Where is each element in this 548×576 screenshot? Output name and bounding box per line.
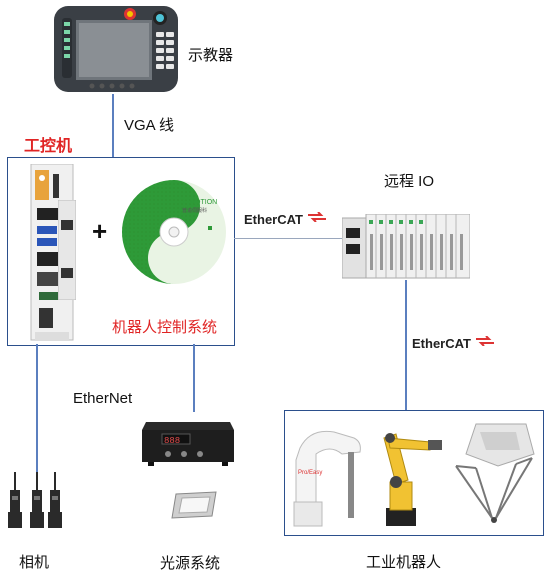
- light-source-connector-line: [193, 344, 195, 412]
- camera-connector-line: [36, 344, 38, 480]
- ipc-label: 工控机: [24, 138, 73, 155]
- ethercat-logo-bottom-ether: Ether: [412, 336, 446, 351]
- industrial-robot-label: 工业机器人: [366, 554, 442, 571]
- cd-brand-cn-text: 普追伺服科: [182, 207, 207, 214]
- software-cd-image: RTMOTION 普追伺服科: [122, 180, 226, 284]
- vga-line-label: VGA 线: [124, 117, 175, 134]
- scara-brand-text: Pro/Easy: [298, 470, 322, 476]
- teach-pendant-image: [54, 6, 178, 92]
- ethercat-logo-top-cat: CAT: [277, 212, 303, 227]
- ipc-side-image: [58, 200, 76, 300]
- robot-control-system-label: 机器人控制系统: [112, 319, 218, 336]
- ethercat-line-top: [234, 238, 342, 239]
- light-source-label: 光源系统: [160, 555, 221, 572]
- ethercat-logo-bottom: EtherCAT: [412, 335, 494, 351]
- ethercat-logo-top-ether: Ether: [244, 212, 278, 227]
- ethercat-logo-bottom-cat: CAT: [445, 336, 471, 351]
- camera-label: 相机: [19, 554, 50, 571]
- remote-io-label: 远程 IO: [384, 173, 435, 190]
- ethercat-arrow-icon: [307, 211, 326, 223]
- ethercat-arrow-icon: [475, 335, 494, 347]
- ethernet-label: EtherNet: [73, 390, 133, 407]
- light-controller-display-text: 888: [164, 436, 180, 446]
- plus-sign: +: [92, 216, 108, 246]
- ethercat-logo-top: EtherCAT: [244, 211, 326, 227]
- delta-robot-image: [455, 423, 535, 523]
- robot-connector-line: [405, 280, 407, 412]
- teach-pendant-label: 示教器: [188, 47, 234, 64]
- articulated-robot-image: [383, 433, 442, 526]
- cd-brand-text: RTMOTION: [180, 199, 217, 206]
- light-controller-image: 888: [142, 422, 234, 466]
- remote-io-image: [342, 214, 470, 279]
- light-panel-image: [171, 491, 217, 519]
- scara-robot-image: Pro/Easy: [293, 430, 361, 527]
- camera-image: [8, 472, 62, 528]
- vga-connector-line: [112, 94, 114, 158]
